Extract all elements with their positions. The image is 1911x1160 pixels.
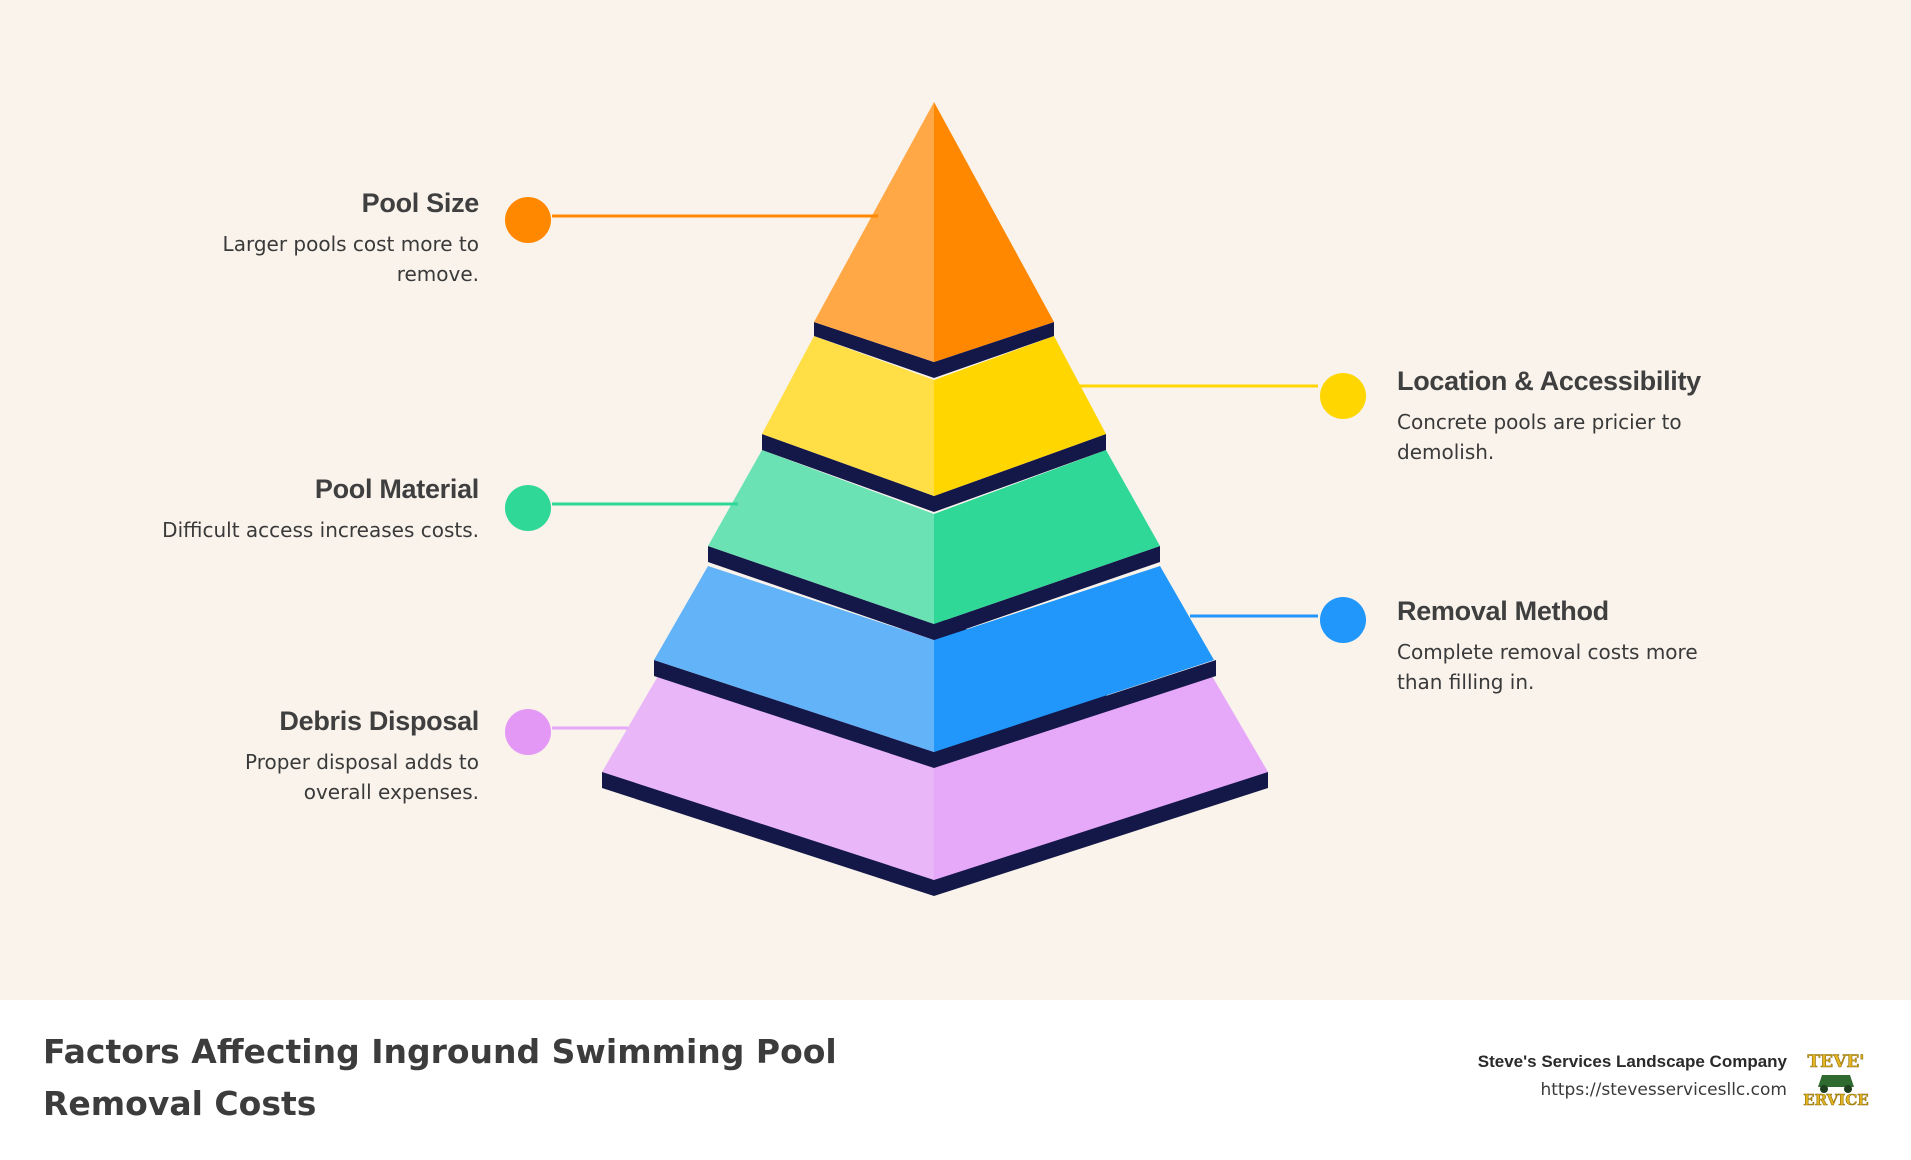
- label-description: Proper disposal adds to overall expenses…: [244, 750, 479, 804]
- company-logo: TEVE' ERVICE: [1802, 1045, 1870, 1109]
- pyramid-level-1-right-face: [934, 102, 1054, 362]
- mower-icon: [1818, 1075, 1854, 1087]
- pyramid-separator-1: [814, 322, 1054, 378]
- label-title: Pool Size: [361, 188, 480, 218]
- connector-dot-location: [1320, 373, 1366, 419]
- label-pool-size: Pool Size Larger pools cost more to remo…: [39, 188, 480, 289]
- label-location-accessibility: Location & Accessibility Concrete pools …: [1397, 366, 1837, 467]
- pyramid-level-2-right-face: [934, 336, 1106, 496]
- connector-dot-debris: [505, 709, 551, 755]
- connector-dot-pool-size: [505, 197, 551, 243]
- website-link[interactable]: https://stevesservicesllc.com: [1540, 1080, 1787, 1100]
- connector-dot-removal: [1320, 597, 1366, 643]
- pyramid-level-2-left-face: [762, 336, 934, 496]
- label-title: Removal Method: [1397, 596, 1609, 626]
- logo-text-bottom: ERVICE: [1803, 1091, 1868, 1109]
- pyramid-separator-3: [708, 546, 1160, 640]
- pyramid-level-5-right-face: [934, 676, 1268, 880]
- pyramid-level-1-left-face: [814, 102, 934, 362]
- label-removal-method: Removal Method Complete removal costs mo…: [1397, 596, 1837, 697]
- company-name: Steve's Services Landscape Company: [1477, 1052, 1787, 1071]
- pyramid-separator-2: [762, 434, 1106, 512]
- pyramid-level-4-left-face: [654, 566, 934, 752]
- page-title: Factors Affecting Inground Swimming Pool…: [43, 1032, 837, 1123]
- pyramid-infographic: Pool Size Larger pools cost more to remo…: [39, 102, 1837, 896]
- label-title: Location & Accessibility: [1397, 366, 1701, 396]
- label-title: Pool Material: [314, 474, 479, 504]
- footer: Factors Affecting Inground Swimming Pool…: [0, 1000, 1911, 1160]
- connector-dot-pool-material: [505, 485, 551, 531]
- label-debris-disposal: Debris Disposal Proper disposal adds to …: [39, 706, 479, 807]
- pyramid-level-4-right-face: [934, 566, 1214, 752]
- pyramid-level-3-right-face: [934, 450, 1160, 624]
- label-description: Larger pools cost more to remove.: [222, 232, 479, 286]
- label-pool-material: Pool Material Difficult access increases…: [39, 474, 479, 545]
- pyramid-level-3-left-face: [708, 450, 934, 624]
- label-title: Debris Disposal: [279, 706, 479, 736]
- label-description: Concrete pools are pricier to demolish.: [1397, 410, 1682, 464]
- pyramid-diagram: [505, 102, 1366, 896]
- logo-text-top: TEVE': [1808, 1052, 1865, 1072]
- label-description: Complete removal costs more than filling…: [1397, 640, 1698, 694]
- pyramid-level-5-left-face: [602, 676, 934, 880]
- label-description: Difficult access increases costs.: [162, 518, 479, 542]
